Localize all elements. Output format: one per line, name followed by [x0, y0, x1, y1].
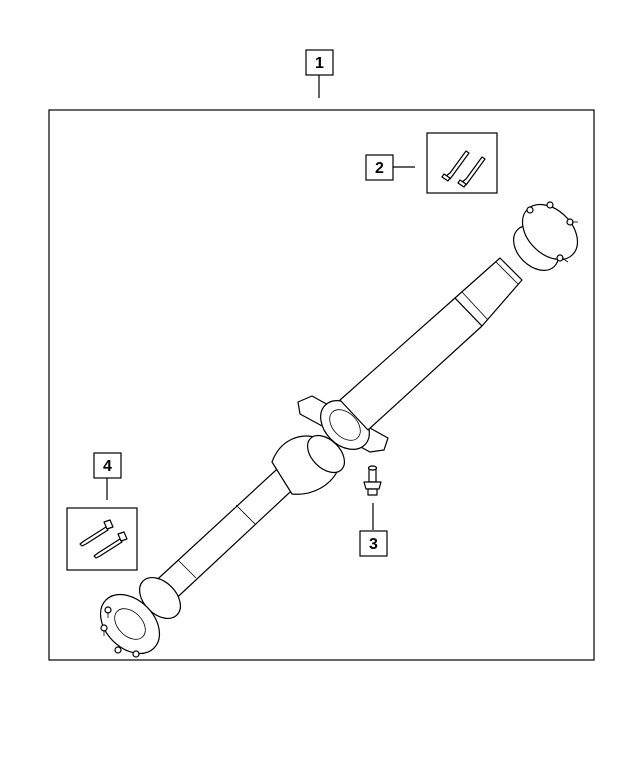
callout-2-label: 2 — [375, 160, 384, 177]
bolt-icon — [79, 519, 128, 559]
drive-shaft[interactable] — [89, 194, 588, 665]
front-flange — [99, 577, 181, 658]
callout-2[interactable]: 2 — [365, 154, 394, 181]
rear-flange — [513, 201, 579, 271]
assembly-frame — [48, 109, 595, 661]
callout-4-label: 4 — [103, 458, 112, 475]
callout-3-label: 3 — [369, 536, 378, 553]
bolt-icon — [441, 150, 486, 188]
callout-1-label: 1 — [315, 55, 324, 72]
bolt-kit-4[interactable] — [66, 507, 138, 571]
callout-4[interactable]: 4 — [93, 452, 122, 479]
callout-1[interactable]: 1 — [305, 49, 334, 76]
rear-tube — [339, 297, 483, 431]
center-bearing-bolt[interactable] — [363, 465, 382, 496]
bolt-kit-2[interactable] — [426, 132, 498, 194]
callout-3[interactable]: 3 — [359, 530, 388, 557]
